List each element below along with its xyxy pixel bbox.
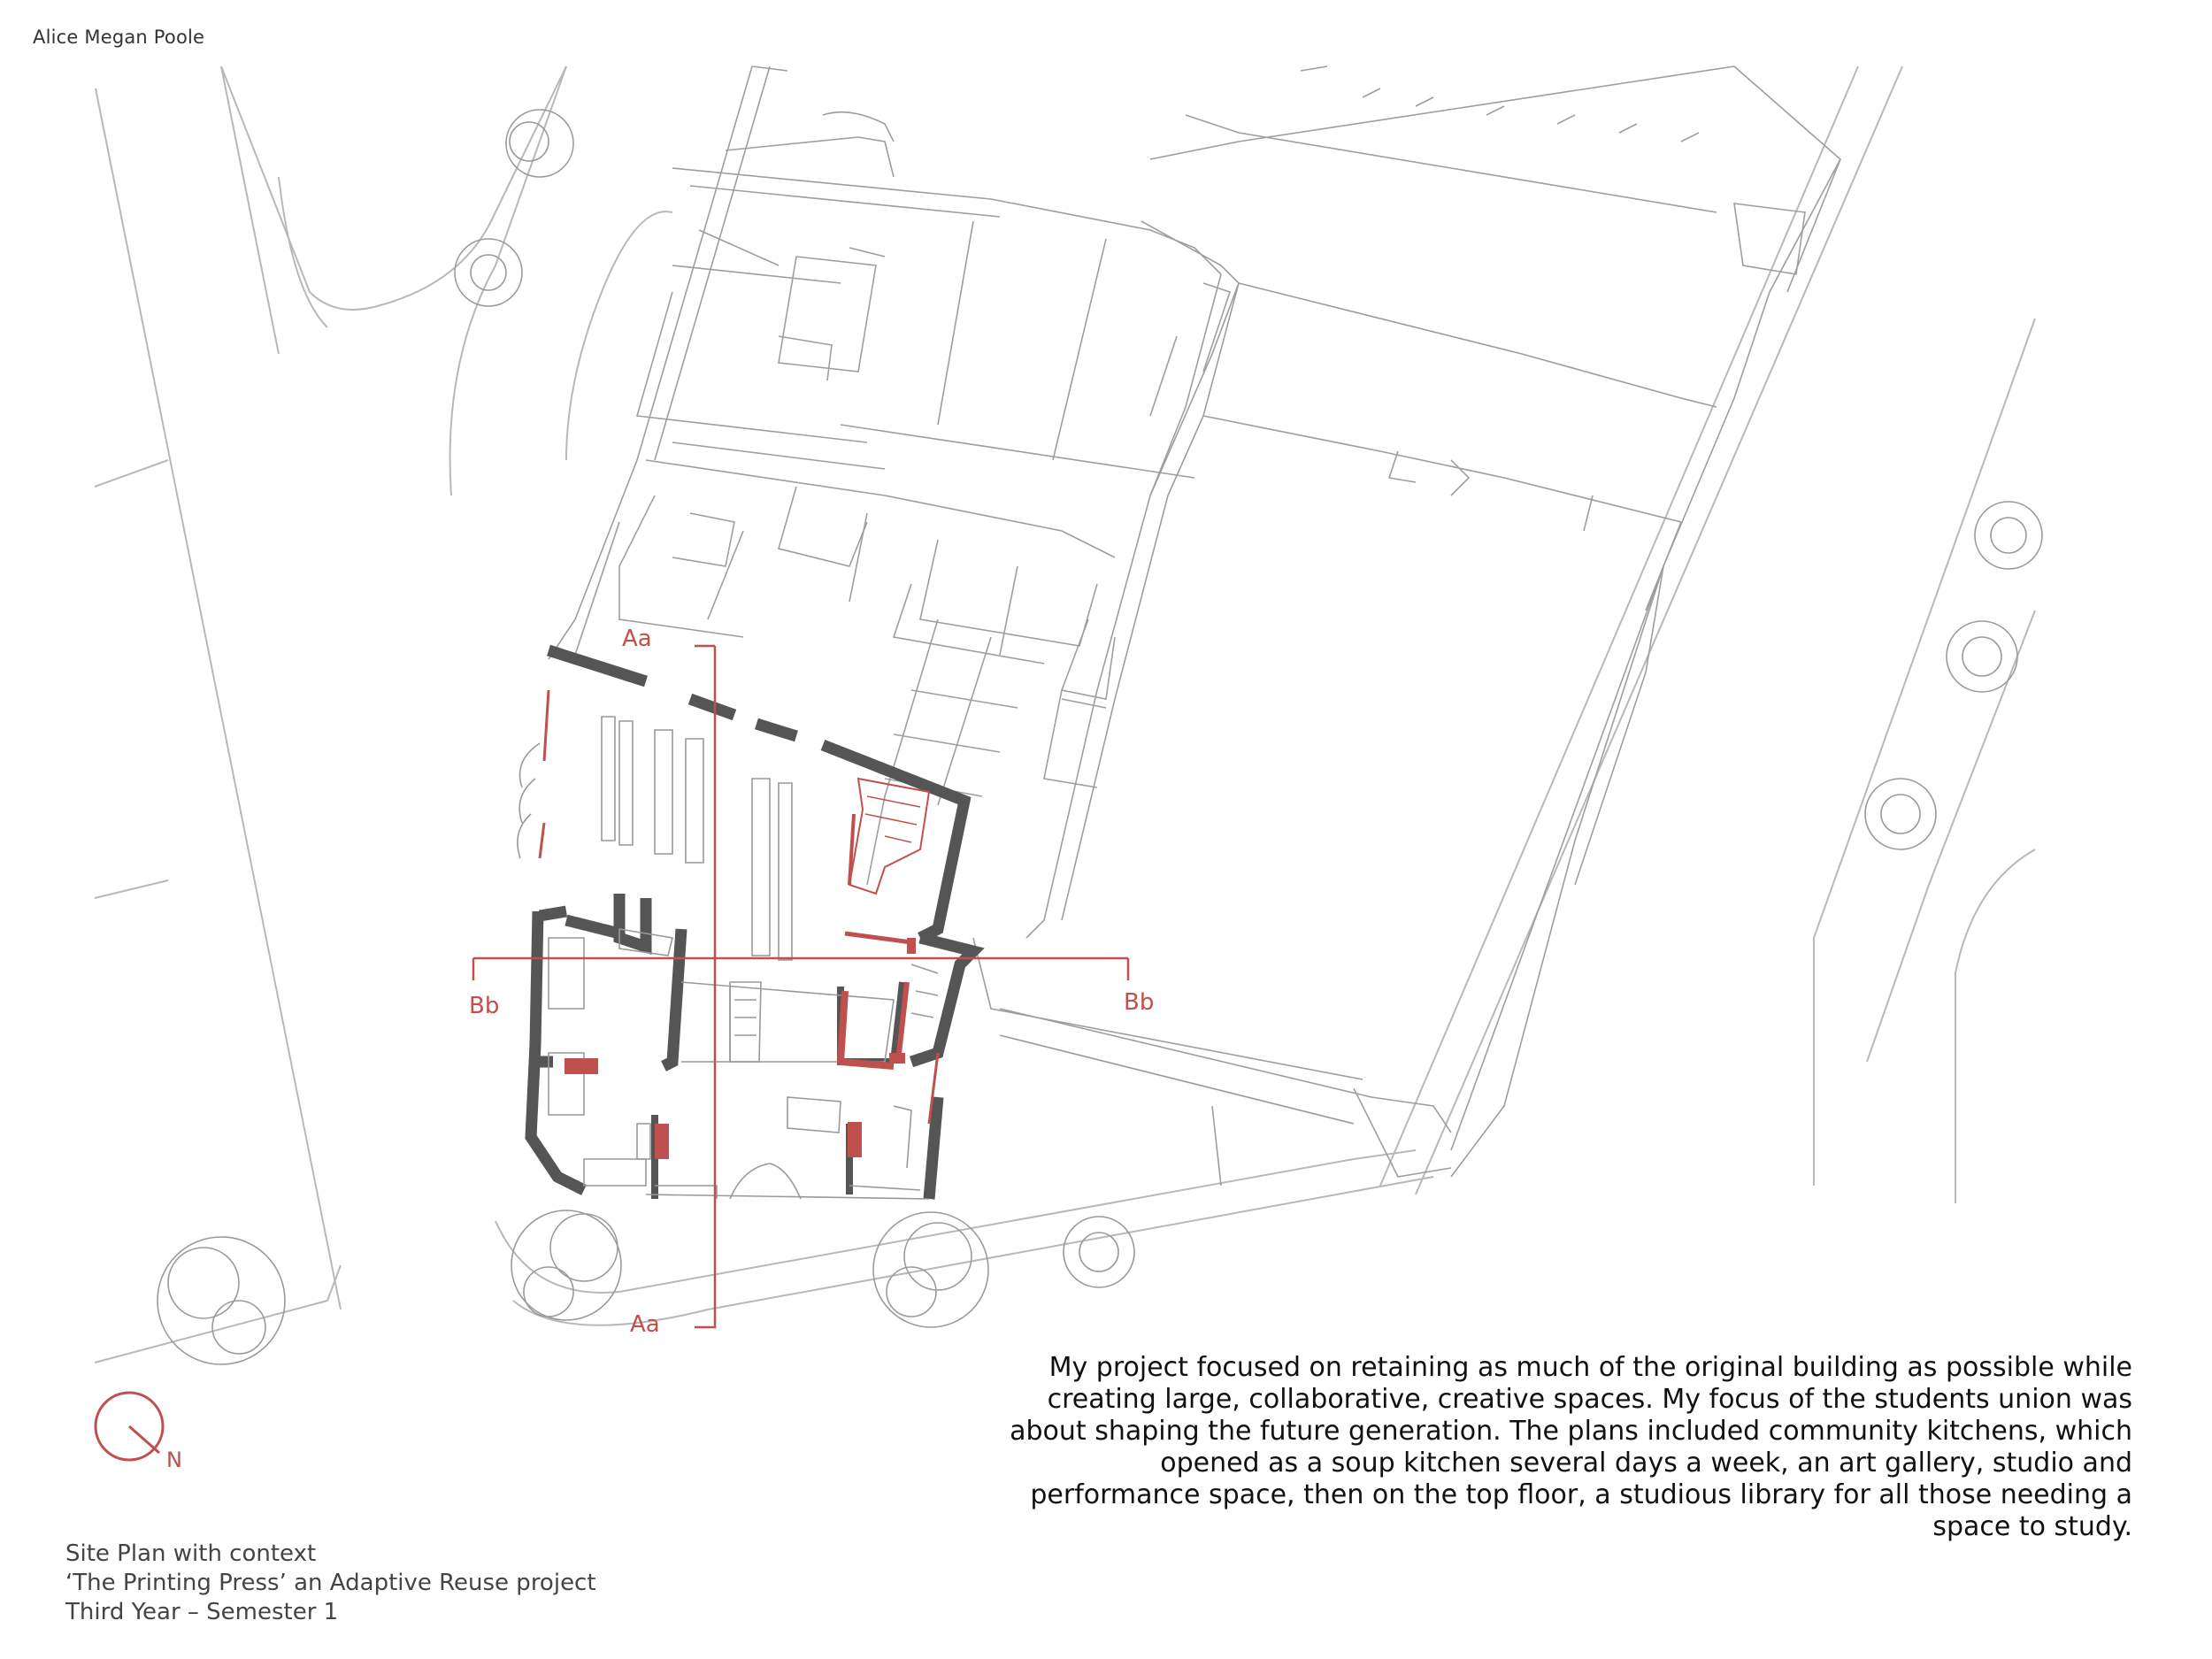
project-description: My project focused on retaining as much …	[1010, 1352, 2132, 1542]
tree-icon	[454, 238, 523, 307]
author-name: Alice Megan Poole	[33, 27, 205, 48]
caption: Site Plan with context ‘The Printing Pre…	[65, 1540, 596, 1627]
tree-icon	[1063, 1216, 1135, 1288]
tree-icon	[1974, 501, 2043, 570]
existing-buildings	[548, 65, 1842, 1187]
section-label-bb-left: Bb	[469, 993, 500, 1019]
tree-icon	[505, 109, 574, 178]
section-label-aa-bottom: Aa	[630, 1311, 660, 1338]
tree-icon	[1946, 620, 2018, 693]
caption-line-3: Third Year – Semester 1	[65, 1599, 339, 1625]
project-building	[517, 644, 985, 1200]
highlight-blocks	[565, 938, 916, 1159]
north-arrow-icon	[94, 1391, 165, 1462]
context-streets	[94, 65, 2036, 1363]
section-label-aa-top: Aa	[622, 626, 652, 652]
caption-line-2: ‘The Printing Press’ an Adaptive Reuse p…	[65, 1570, 596, 1596]
tree-icon	[1864, 778, 1937, 850]
tree-icon	[872, 1211, 989, 1328]
tree-icon	[511, 1210, 622, 1321]
section-lines	[472, 644, 1130, 1329]
north-label: N	[166, 1448, 182, 1472]
section-label-bb-right: Bb	[1124, 989, 1155, 1016]
caption-line-1: Site Plan with context	[65, 1540, 317, 1567]
tree-icon	[157, 1236, 286, 1365]
